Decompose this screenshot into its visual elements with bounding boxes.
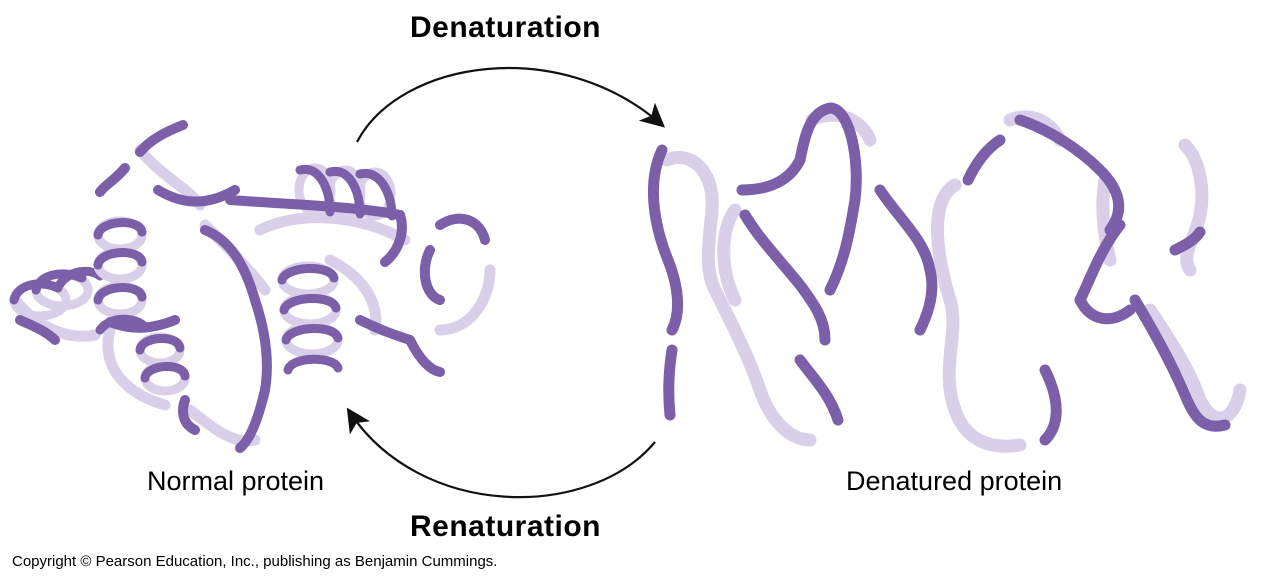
denaturation-arrow	[356, 66, 666, 143]
renaturation-arrow	[346, 407, 656, 499]
renaturation-label: Renaturation	[410, 510, 602, 543]
denaturation-label: Denaturation	[410, 11, 602, 44]
copyright-notice: Copyright © Pearson Education, Inc., pub…	[12, 553, 498, 570]
unfolded-protein-ribbon	[648, 102, 1247, 453]
cycle-arrows	[346, 66, 666, 499]
normal-protein-label: Normal protein	[147, 466, 325, 496]
folded-protein-ribbon	[9, 120, 496, 453]
denatured-protein-label: Denatured protein	[846, 466, 1063, 496]
